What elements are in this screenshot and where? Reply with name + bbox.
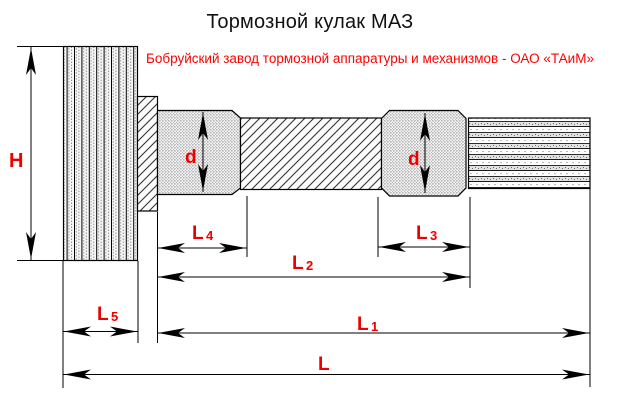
- dim-label-L5: L: [97, 304, 109, 325]
- dim-label-L5-sub: 5: [111, 309, 118, 324]
- journal-left-section: [156, 109, 242, 196]
- dimension-L2: L 2: [157, 253, 470, 282]
- arrowhead-right: [110, 326, 137, 337]
- arrowhead-left: [158, 243, 185, 253]
- arrowhead-up: [26, 48, 36, 75]
- dim-label-L4-sub: 4: [206, 228, 214, 243]
- dim-label-L4: L: [192, 223, 204, 244]
- dim-label-d-right: d: [408, 149, 420, 170]
- dim-label-L: L: [318, 354, 330, 375]
- dimension-d-left: d: [185, 112, 208, 192]
- collar-section: [136, 95, 159, 212]
- spline-section: [467, 117, 591, 190]
- arrowhead-down: [420, 165, 430, 192]
- dimension-L: L: [63, 354, 590, 380]
- dim-label-H: H: [9, 150, 23, 172]
- dim-label-L1: L: [357, 314, 369, 335]
- flange-section: [62, 45, 139, 262]
- arrowhead-up: [198, 113, 208, 140]
- arrowhead-left: [64, 369, 91, 380]
- dimension-H: H: [9, 46, 63, 261]
- dimension-L5: L 5: [63, 304, 138, 337]
- arrowhead-down: [26, 232, 36, 259]
- arrowhead-right: [562, 328, 589, 338]
- arrowhead-right: [442, 242, 469, 252]
- journal-right-section: [380, 109, 467, 197]
- page-title: Тормозной кулак МАЗ: [206, 11, 414, 33]
- dimension-d-right: d: [408, 113, 430, 193]
- dimension-L4: L 4: [157, 223, 247, 253]
- dimension-L1: L 1: [157, 314, 590, 338]
- arrowhead-down: [198, 164, 208, 191]
- dim-label-L2-sub: 2: [306, 258, 313, 273]
- arrowhead-left: [379, 242, 406, 252]
- arrowhead-left: [64, 326, 91, 337]
- arrowhead-right: [219, 243, 246, 253]
- dimension-L3: L 3: [378, 223, 470, 252]
- arrowhead-right: [442, 272, 469, 282]
- arrowhead-left: [158, 328, 185, 338]
- shaft-part: [62, 45, 591, 262]
- dim-label-L1-sub: 1: [371, 319, 378, 334]
- dim-label-L3: L: [416, 223, 428, 244]
- manufacturer-subtitle: Бобруйский завод тормозной аппаратуры и …: [146, 51, 594, 66]
- dim-label-d-left: d: [185, 147, 197, 168]
- arrowhead-left: [158, 272, 185, 282]
- middle-shaft-section: [239, 117, 383, 191]
- arrowhead-right: [562, 369, 589, 380]
- dim-label-L3-sub: 3: [430, 228, 437, 243]
- dim-label-L2: L: [292, 253, 304, 274]
- arrowhead-up: [420, 114, 430, 141]
